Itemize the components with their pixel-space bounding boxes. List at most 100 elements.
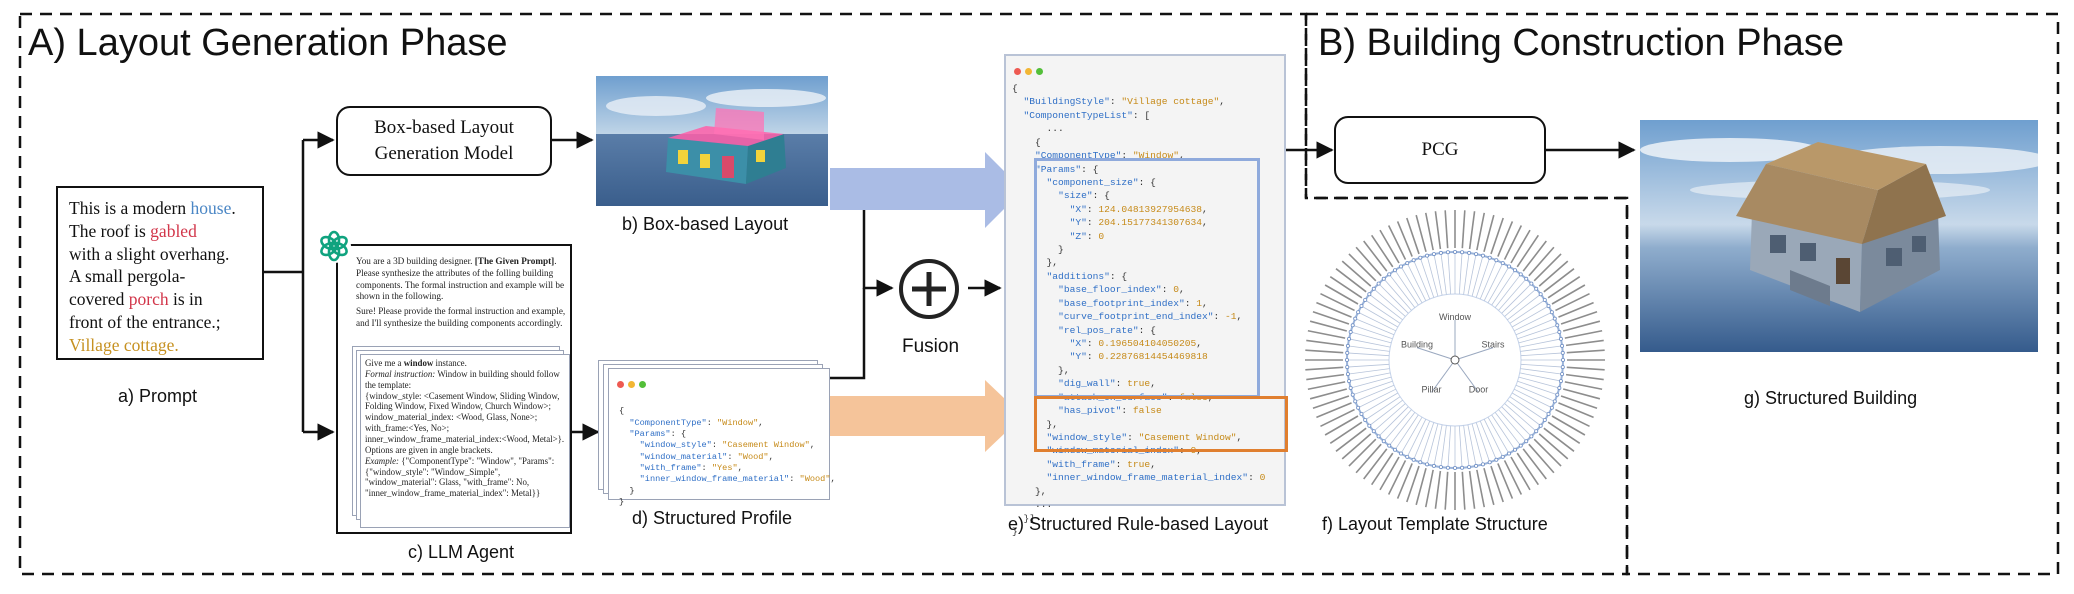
tree-node bbox=[1418, 255, 1423, 260]
tree-node bbox=[1363, 418, 1368, 423]
tree-leaf-label-mark bbox=[1562, 388, 1601, 400]
prompt-caption: a) Prompt bbox=[118, 386, 198, 406]
fusion-plus-icon bbox=[899, 259, 959, 319]
tree-node bbox=[1345, 372, 1350, 377]
tree-spoke bbox=[1431, 359, 1456, 393]
tree-branch bbox=[1357, 311, 1396, 332]
tree-leaf-label-mark bbox=[1562, 320, 1601, 332]
phase-b-title: B) Building Construction Phase bbox=[1318, 22, 1844, 64]
tree-branch bbox=[1479, 260, 1497, 300]
fusion-label: Fusion bbox=[902, 336, 960, 357]
tree-branch bbox=[1458, 252, 1463, 295]
tree-leaf-label-mark bbox=[1320, 408, 1355, 428]
tree-node bbox=[1534, 286, 1539, 291]
tree-leaf-label-mark bbox=[1379, 229, 1400, 264]
tree-leaf-label-mark bbox=[1468, 470, 1476, 509]
box-model-line2: Generation Model bbox=[374, 143, 514, 164]
tree-branch bbox=[1509, 396, 1546, 421]
building-caption: g) Structured Building bbox=[1744, 388, 1918, 408]
tree-node bbox=[1513, 268, 1518, 273]
tree-leaf-label-mark bbox=[1461, 471, 1466, 510]
tree-node bbox=[1557, 385, 1562, 390]
tree-node bbox=[1438, 465, 1443, 470]
tree-node bbox=[1460, 250, 1465, 255]
tree-branch bbox=[1400, 416, 1423, 454]
prompt-box: This is a modern house.The roof is gable… bbox=[56, 186, 264, 360]
tree-branch bbox=[1413, 260, 1431, 300]
tree-branch bbox=[1361, 305, 1399, 328]
tree-leaf-label-mark bbox=[1415, 467, 1427, 506]
tree-leaf-label-mark bbox=[1528, 246, 1555, 277]
tree-leaf-label-mark bbox=[1415, 214, 1427, 253]
tree-branch bbox=[1440, 252, 1447, 295]
tree-branch bbox=[1447, 425, 1452, 468]
prompt-line: A small pergola- bbox=[69, 265, 251, 288]
tree-branch bbox=[1518, 376, 1560, 389]
structured-building-render bbox=[1640, 120, 2038, 352]
tree-branch bbox=[1515, 318, 1555, 336]
tree-branch bbox=[1364, 396, 1401, 421]
tree-node bbox=[1345, 343, 1350, 348]
rule-window-dots-icon bbox=[1014, 62, 1047, 80]
tree-branch bbox=[1419, 422, 1435, 463]
tree-node bbox=[1411, 457, 1416, 462]
llm-ask-post: instance. bbox=[433, 358, 467, 368]
tree-node bbox=[1474, 252, 1479, 257]
tree-node bbox=[1494, 258, 1499, 263]
tree-leaf-label-mark bbox=[1396, 221, 1413, 257]
prompt-keyword: house bbox=[190, 198, 232, 218]
llm-example-label: Example: bbox=[365, 455, 400, 466]
tree-leaf-label-mark bbox=[1566, 366, 1605, 371]
tree-node bbox=[1524, 439, 1529, 444]
tree-leaf-label-mark bbox=[1312, 311, 1350, 325]
tree-node bbox=[1353, 316, 1358, 321]
tree-branch bbox=[1520, 352, 1563, 357]
tree-leaf-label-mark bbox=[1348, 438, 1377, 467]
llm-intro-post: . Please synthesize the attributes of th… bbox=[356, 256, 565, 302]
tree-node bbox=[1534, 429, 1539, 434]
tree-branch bbox=[1383, 278, 1412, 311]
tree-leaf-label-mark bbox=[1461, 210, 1466, 249]
tree-inner-label: Window bbox=[1439, 312, 1472, 322]
tree-leaf-label-mark bbox=[1363, 240, 1388, 272]
tree-leaf-label-mark bbox=[1329, 421, 1363, 445]
tree-inner-label: Stairs bbox=[1482, 340, 1506, 350]
tree-spoke bbox=[1454, 359, 1479, 393]
tree-inner-label: Pillar bbox=[1421, 384, 1441, 394]
tree-leaf-label-mark bbox=[1406, 465, 1420, 503]
prompt-line: This is a modern house. bbox=[69, 197, 251, 220]
llm-card-front: Give me a window instance. Formal instru… bbox=[360, 354, 570, 528]
tree-leaf-label-mark bbox=[1355, 246, 1382, 277]
tree-leaf-label-mark bbox=[1424, 212, 1434, 251]
tree-node bbox=[1367, 292, 1372, 297]
tree-node bbox=[1359, 304, 1364, 309]
tree-node bbox=[1549, 405, 1554, 410]
prompt-keyword: gabled bbox=[150, 220, 197, 241]
tree-node bbox=[1381, 276, 1386, 281]
tree-leaf-label-mark bbox=[1320, 292, 1355, 312]
tree-node bbox=[1367, 423, 1372, 428]
llm-agent-panel: You are a 3D building designer. [The Giv… bbox=[336, 244, 572, 534]
rule-layout-panel: { "BuildingStyle": "Village cottage", "C… bbox=[1004, 54, 1288, 537]
tree-node bbox=[1487, 460, 1492, 465]
tree-leaf-label-mark bbox=[1341, 260, 1372, 287]
tree-branch bbox=[1426, 423, 1439, 465]
tree-node bbox=[1546, 304, 1551, 309]
rule-orange-highlight bbox=[1034, 396, 1288, 452]
tree-leaf-label-mark bbox=[1312, 395, 1350, 409]
tree-node bbox=[1460, 465, 1465, 470]
tree-leaf-label-mark bbox=[1307, 329, 1346, 339]
tree-branch bbox=[1487, 416, 1510, 454]
prompt-text: This is a modern house.The roof is gable… bbox=[69, 197, 251, 356]
rule-layout-caption: e) Structured Rule-based Layout bbox=[1008, 514, 1269, 534]
tree-branch bbox=[1388, 412, 1416, 446]
tree-node bbox=[1467, 465, 1472, 470]
tree-node bbox=[1399, 451, 1404, 456]
tree-node bbox=[1452, 250, 1457, 255]
prompt-segment: covered bbox=[69, 289, 129, 309]
tree-node bbox=[1538, 292, 1543, 297]
tree-leaf-label-mark bbox=[1560, 395, 1598, 409]
tree-branch bbox=[1426, 255, 1439, 297]
